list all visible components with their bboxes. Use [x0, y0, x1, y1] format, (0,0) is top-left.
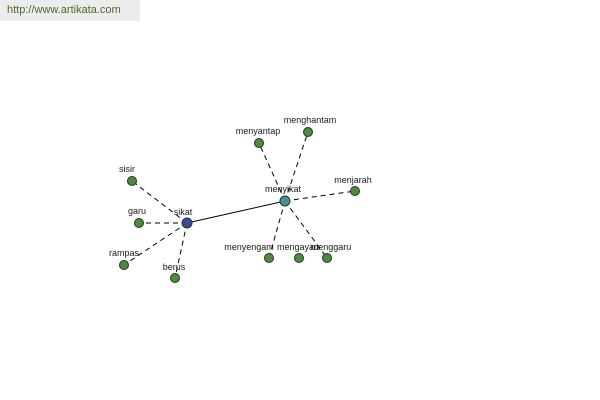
node-menyantap[interactable]: [254, 138, 264, 148]
node-menghantam[interactable]: [303, 127, 313, 137]
node-rampas[interactable]: [119, 260, 129, 270]
edge-menyikat-menyantap: [258, 142, 286, 202]
source-banner: http://www.artikata.com: [0, 0, 140, 21]
edge-menyikat-menggaru: [284, 200, 328, 259]
node-menyengam[interactable]: [264, 253, 274, 263]
node-label-rampas[interactable]: rampas: [109, 248, 140, 258]
labels-layer: sikat menyikat sisir garu rampas berus menyant…: [109, 115, 372, 272]
node-label-menghantam[interactable]: menghantam: [284, 115, 337, 125]
edge-sikat-sisir: [131, 180, 188, 224]
nodes-layer: [119, 127, 360, 283]
edge-sikat-berus: [174, 222, 188, 279]
node-mengayau[interactable]: [294, 253, 304, 263]
node-label-menyantap[interactable]: menyantap: [236, 126, 281, 136]
node-label-menjarah[interactable]: menjarah: [334, 175, 372, 185]
node-label-sisir[interactable]: sisir: [119, 164, 135, 174]
node-label-menyikat[interactable]: menyikat: [265, 184, 302, 194]
node-sisir[interactable]: [127, 176, 137, 186]
node-label-mengayau[interactable]: mengayau: [277, 242, 319, 252]
edge-menyikat-menghantam: [284, 131, 309, 202]
edge-menyikat-menyengam: [268, 200, 286, 259]
node-menyikat[interactable]: [279, 195, 291, 207]
edge-menyikat-menjarah: [284, 190, 356, 202]
edges-layer: [123, 131, 356, 279]
node-berus[interactable]: [170, 273, 180, 283]
node-label-menggaru[interactable]: menggaru: [311, 242, 352, 252]
edge-sikat-rampas: [123, 222, 188, 266]
node-sikat[interactable]: [181, 217, 193, 229]
node-garu[interactable]: [134, 218, 144, 228]
node-label-berus[interactable]: berus: [163, 262, 186, 272]
node-menjarah[interactable]: [350, 186, 360, 196]
node-menggaru[interactable]: [322, 253, 332, 263]
source-url-link[interactable]: http://www.artikata.com: [7, 4, 121, 16]
edge-sikat-menyikat: [186, 200, 286, 224]
node-label-sikat[interactable]: sikat: [174, 207, 193, 217]
node-label-menyengam[interactable]: menyengam: [224, 242, 274, 252]
node-label-garu[interactable]: garu: [128, 206, 146, 216]
